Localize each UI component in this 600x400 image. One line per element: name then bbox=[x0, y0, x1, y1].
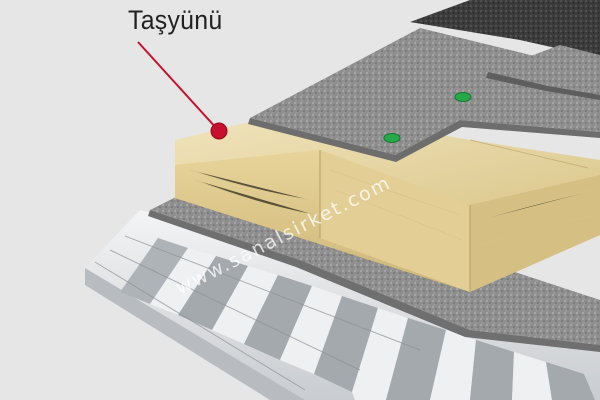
deck-ribs bbox=[120, 238, 595, 400]
top-granule-layer bbox=[410, 0, 600, 100]
fastener-marker bbox=[383, 133, 401, 143]
membrane bbox=[248, 28, 600, 162]
callout-pointer bbox=[137, 41, 228, 140]
callout-label: Taşyünü bbox=[128, 5, 223, 35]
callout-dot bbox=[210, 122, 228, 140]
fasteners bbox=[383, 92, 472, 143]
fastener-marker bbox=[454, 92, 472, 102]
steel-deck bbox=[85, 210, 600, 400]
